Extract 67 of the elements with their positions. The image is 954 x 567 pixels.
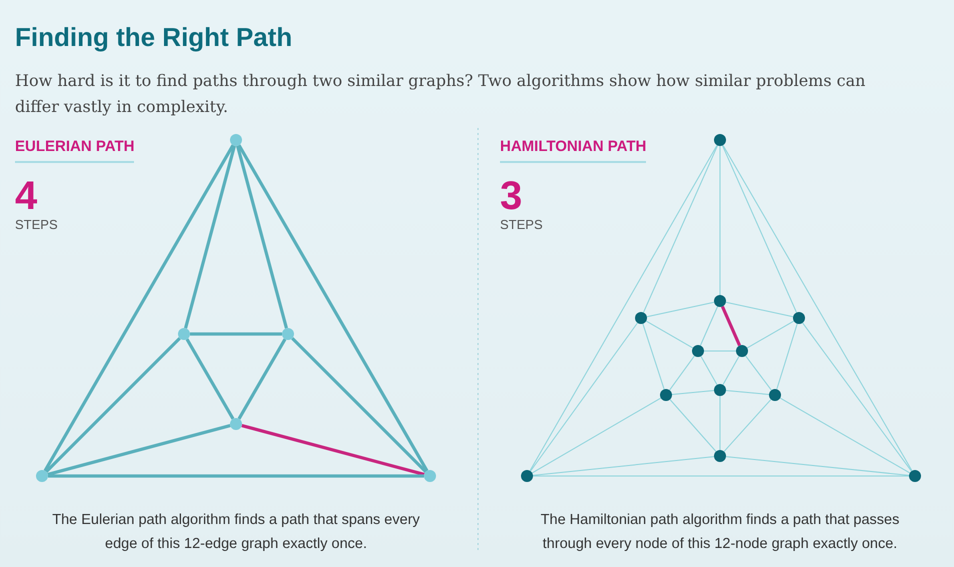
graph-edge [802, 322, 912, 472]
graph-edge [530, 144, 718, 472]
graph-edge [646, 320, 694, 348]
title: Finding the Right Path [15, 22, 292, 53]
graph-edge [720, 306, 742, 346]
graph-node [736, 345, 748, 357]
graph-node [714, 295, 726, 307]
graph-edge [700, 356, 718, 386]
graph-edge [532, 398, 662, 474]
graph-edge [722, 144, 912, 472]
graph-edge [184, 145, 236, 329]
graph-node [909, 470, 921, 482]
step-unit: STEPS [15, 217, 58, 232]
graph-edge [238, 144, 428, 472]
graph-edge [45, 337, 181, 473]
graph-edge [671, 390, 715, 395]
graph-node [521, 470, 533, 482]
graph-edge [47, 424, 231, 476]
graph-node [230, 418, 242, 430]
graph-node [660, 389, 672, 401]
subtitle: How hard is it to find paths through two similar graphs? Two algorithms show how similar problems can differ vastly in complexity. [15, 70, 866, 118]
graph-edge [704, 350, 736, 352]
graph-edge [722, 356, 740, 386]
graph-edge [780, 398, 910, 474]
graph-node [769, 389, 781, 401]
step-unit: STEPS [500, 217, 543, 232]
section-heading: EULERIAN PATH [15, 138, 134, 163]
graph-edge [669, 399, 717, 452]
graph-node [793, 312, 805, 324]
graph-edge [722, 144, 798, 314]
graph-node [282, 328, 294, 340]
graph-edge [236, 145, 288, 329]
graph-edge [669, 355, 695, 391]
graph-edge [725, 456, 910, 476]
graph-edge [190, 332, 282, 336]
graph-edge [700, 306, 718, 346]
graph-node [635, 312, 647, 324]
graph-edge [44, 144, 234, 472]
graph-edge [642, 144, 718, 314]
description-text: The Hamiltonian path algorithm finds a path that passes through every node of this 12-node graph exactly once. [540, 511, 900, 554]
graph-edge [646, 302, 715, 318]
graph-node [692, 345, 704, 357]
graph-edge [291, 337, 427, 473]
graph-node [230, 134, 242, 146]
graph-node [36, 470, 48, 482]
graph-edge [530, 322, 638, 472]
graph-node [424, 470, 436, 482]
description-text: The Eulerian path algorithm finds a path that spans every edge of this 12-edge graph exactly once. [51, 511, 421, 554]
graph-edge [745, 355, 772, 391]
graph-edge [746, 320, 794, 348]
section-heading: HAMILTONIAN PATH [500, 138, 646, 163]
graph-node [714, 384, 726, 396]
graph-node [178, 328, 190, 340]
graph-edge [532, 456, 715, 476]
graph-node [714, 450, 726, 462]
graph-edge [725, 390, 770, 395]
graph-edge [642, 323, 665, 390]
step-count: 3 [500, 176, 522, 216]
graph-edge [186, 338, 234, 420]
graph-edge [725, 302, 794, 318]
graph-edge [238, 338, 286, 420]
graph-edge [241, 424, 425, 476]
graph-edge [724, 398, 772, 452]
graph-edge [776, 323, 798, 390]
step-count: 4 [15, 176, 38, 216]
graph-node [714, 134, 726, 146]
graph-edge [48, 474, 424, 478]
